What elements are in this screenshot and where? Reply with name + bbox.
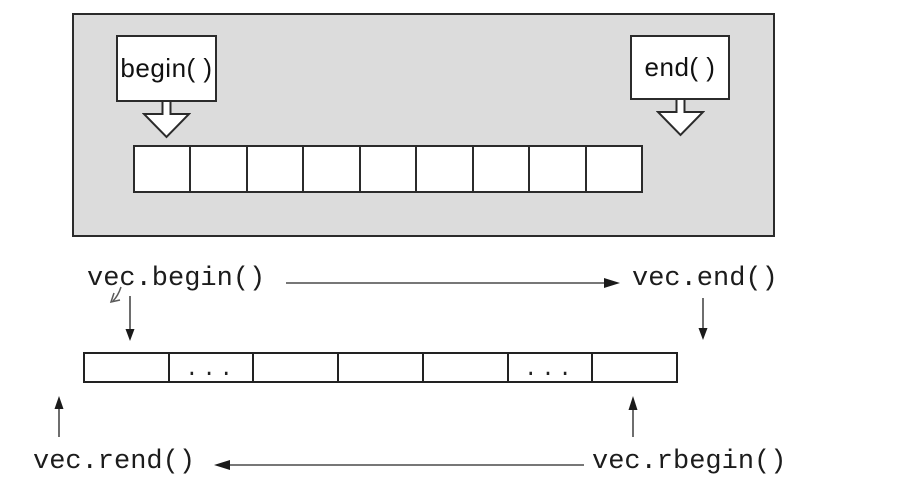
array-cell xyxy=(471,147,529,191)
begin-hollow-down-arrow-icon xyxy=(142,101,191,139)
vec-begin-label: vec.begin() xyxy=(87,264,266,294)
array-cell xyxy=(421,354,507,381)
end-label-box: end( ) xyxy=(630,35,730,100)
array-cell xyxy=(302,147,359,191)
array-cell xyxy=(135,147,190,191)
array-cell xyxy=(415,147,472,191)
vec-rend-pointer-arrow-icon xyxy=(54,396,64,437)
array-cell: ... xyxy=(167,354,253,381)
array-cell xyxy=(337,354,422,381)
bottom-array-row: ...... xyxy=(83,352,678,383)
array-cell xyxy=(85,354,168,381)
rbegin-to-rend-arrow-icon xyxy=(214,460,584,470)
array-cell: ... xyxy=(506,354,592,381)
end-hollow-down-arrow-icon xyxy=(656,99,705,137)
begin-to-end-arrow-icon xyxy=(286,278,620,288)
top-array-row xyxy=(133,145,643,193)
array-cell xyxy=(591,354,677,381)
begin-label: begin( ) xyxy=(120,53,213,83)
vec-end-pointer-arrow-icon xyxy=(698,298,708,340)
begin-label-box: begin( ) xyxy=(116,35,217,102)
vec-end-label: vec.end() xyxy=(632,264,778,294)
vec-rbegin-label: vec.rbegin() xyxy=(592,447,787,477)
vec-begin-pointer-arrow-icon xyxy=(125,296,135,341)
array-cell xyxy=(584,147,641,191)
vec-rend-label: vec.rend() xyxy=(33,447,196,477)
array-cell xyxy=(358,147,416,191)
vec-rbegin-pointer-arrow-icon xyxy=(628,396,638,437)
array-cell xyxy=(245,147,303,191)
end-label: end( ) xyxy=(644,52,716,82)
array-cell xyxy=(189,147,246,191)
array-cell xyxy=(252,354,338,381)
array-cell xyxy=(528,147,585,191)
